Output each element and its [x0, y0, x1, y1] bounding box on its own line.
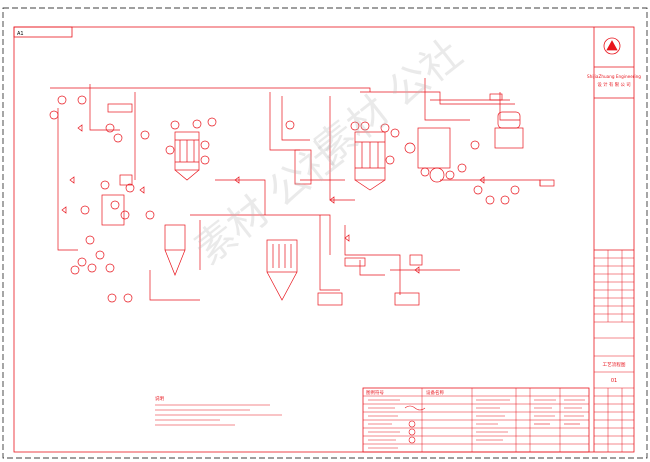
cyclone [164, 224, 186, 251]
inner-frame [13, 26, 635, 453]
valves [61, 124, 485, 274]
notes-block [155, 404, 282, 426]
notes-header: 说明 [155, 395, 164, 402]
company-subtitle: 设 计 有 限 公 司 [597, 81, 630, 88]
instrument-bubbles [49, 95, 520, 303]
vessel-reactor-1 [174, 131, 200, 171]
company-logo [603, 37, 621, 55]
drawing-title: 工艺流程图 [603, 361, 626, 368]
zone-mark: A1 [17, 31, 24, 37]
tank-right [417, 127, 451, 169]
legend-header-equipment: 设备名称 [426, 389, 444, 396]
legend-symbols [368, 399, 585, 449]
separator-tank [294, 149, 312, 185]
zone-box [13, 26, 73, 38]
legend-header-symbols: 图例符号 [366, 389, 384, 396]
outer-border [2, 7, 648, 459]
process-flow [49, 78, 555, 306]
vessel-reactor-2 [354, 131, 386, 181]
filter-bag-house [266, 239, 298, 273]
sheet-number: 01 [611, 378, 617, 384]
company-name: ShiJiaZhuang Engineering [587, 74, 641, 79]
